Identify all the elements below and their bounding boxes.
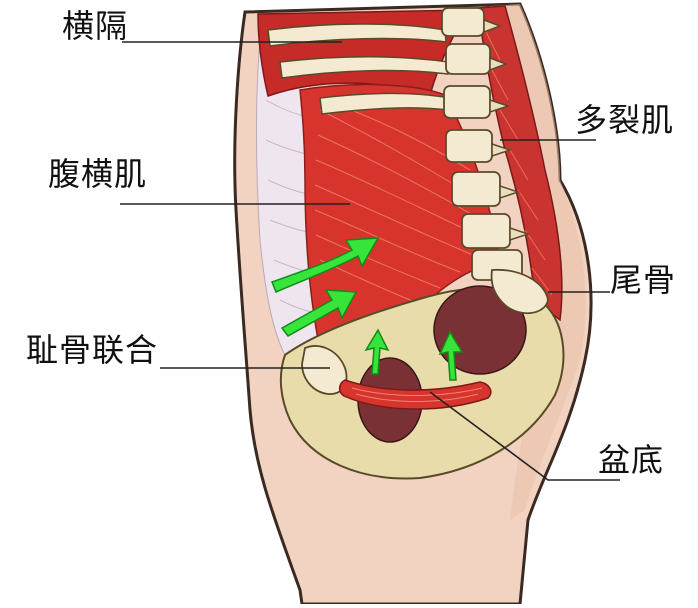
label-coccyx: 尾骨 bbox=[610, 261, 677, 299]
back-shade bbox=[490, 4, 586, 520]
arrow-icon-2 bbox=[280, 289, 358, 337]
rib-2 bbox=[279, 56, 449, 79]
vertebra-4 bbox=[445, 129, 493, 163]
arrow-icon-3 bbox=[364, 328, 390, 375]
label-multifidus: 多裂肌 bbox=[575, 101, 675, 139]
vertebra-1 bbox=[441, 7, 485, 37]
rib-1 bbox=[267, 23, 447, 47]
pelvic-floor-fibers bbox=[351, 387, 483, 402]
label-diaphragm: 横隔 bbox=[62, 7, 129, 45]
label-pubic-symphysis: 耻骨联合 bbox=[26, 331, 159, 369]
pelvic-floor-muscle bbox=[338, 379, 492, 410]
spinous-processes bbox=[483, 18, 531, 242]
multifidus-fibers bbox=[484, 29, 553, 296]
arrow-icon-1 bbox=[271, 237, 380, 293]
vertebra-2 bbox=[445, 43, 491, 75]
vertebra-5 bbox=[451, 171, 501, 207]
label-transversus-abdominis: 腹横肌 bbox=[48, 155, 148, 193]
arrow-icon bbox=[271, 237, 464, 381]
arrow-icon-4 bbox=[438, 330, 464, 381]
ribs bbox=[267, 23, 451, 115]
multifidus-muscle bbox=[477, 5, 563, 322]
leader-lines bbox=[120, 41, 620, 481]
leader-pelvic-floor bbox=[429, 391, 620, 481]
vertebra-6 bbox=[461, 213, 511, 249]
label-pelvic-floor: 盆底 bbox=[598, 441, 665, 479]
vertebra-3 bbox=[443, 85, 491, 119]
sacrum-coccyx bbox=[490, 269, 549, 314]
